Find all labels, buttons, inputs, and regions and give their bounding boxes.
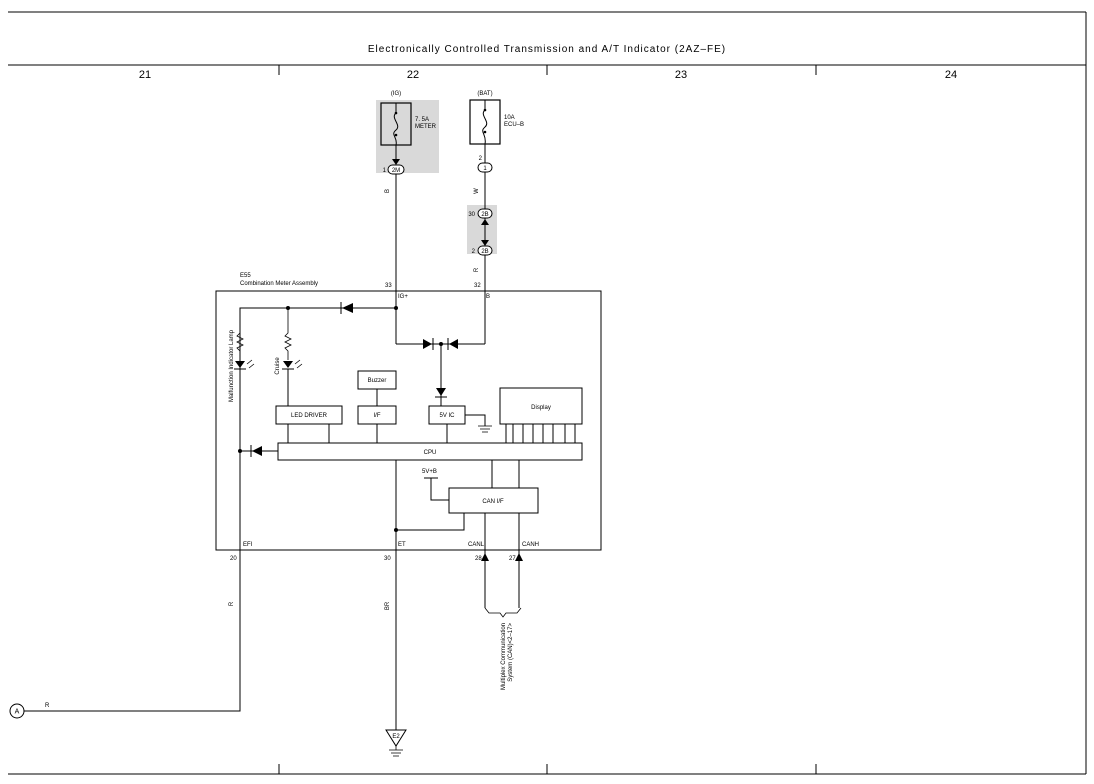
connector-pin: 1 <box>383 168 387 174</box>
wire-efi-bus <box>239 307 396 700</box>
fuse-name: ECU–B <box>504 122 524 128</box>
ground-icon <box>478 425 492 433</box>
cpu-bus-lines <box>287 424 448 443</box>
block-label: I/F <box>374 413 381 419</box>
column-number: 22 <box>407 69 419 81</box>
connector-code: 1 <box>483 166 487 172</box>
fuse-source-label: (IG) <box>391 91 401 97</box>
connector-arrow-icon <box>515 553 523 561</box>
multiplex-label: Multiplex Communication <box>501 623 507 690</box>
connector-pin: 2 <box>479 156 483 162</box>
wire-can-ground <box>396 513 465 531</box>
junction-a-marker <box>9 703 25 719</box>
pin-label: ET <box>398 542 406 548</box>
junction-label: A <box>15 709 20 716</box>
lamp-label: Malfunction Indicator Lamp <box>229 329 235 402</box>
wire-color-label: R <box>474 267 480 272</box>
multiplex-label: System (CAN)<2–17> <box>508 623 514 682</box>
diode-icon <box>436 388 446 396</box>
wire-color-label: BR <box>385 601 391 610</box>
pin-label: CANL <box>468 542 485 548</box>
diode-icon <box>342 303 353 313</box>
pin-label: IG+ <box>398 294 408 300</box>
wire-color-label: W <box>474 188 480 194</box>
connector-pin: 30 <box>468 212 475 218</box>
led-light-rays-icon <box>246 359 255 369</box>
column-number: 24 <box>945 69 957 81</box>
junction-dot <box>394 306 398 310</box>
connector-arrow-icon <box>392 159 400 165</box>
pin-label: EFI <box>243 542 253 548</box>
connector-code: 2M <box>392 168 400 174</box>
diode-icon <box>423 339 432 349</box>
pin-number: 20 <box>230 556 237 562</box>
wire-5vic-ground <box>465 414 486 426</box>
block-label: Display <box>531 405 551 411</box>
wire-color-label: R <box>229 601 235 606</box>
diagram-frame <box>8 11 1087 775</box>
pin-number: 32 <box>474 283 481 289</box>
ecu-b-fuse <box>469 99 501 145</box>
block-label: CAN I/F <box>482 499 504 505</box>
wire-color-label: R <box>45 703 50 709</box>
wire-to-junction-a <box>24 700 241 712</box>
multiplex-brace <box>484 607 522 618</box>
fuse-source-label: (BAT) <box>477 91 492 97</box>
wire-cpu-can <box>491 460 520 488</box>
wire-5vb <box>424 477 449 501</box>
ground-e2-icon <box>385 729 407 747</box>
lamp-label: Cruise <box>275 357 281 375</box>
pin-label: CANH <box>522 542 539 548</box>
diode-icon <box>449 339 458 349</box>
connector-arrow-icon <box>481 553 489 561</box>
ground-icon <box>389 746 403 757</box>
fuse-name: METER <box>415 124 437 130</box>
connector-code: 2B <box>481 249 488 255</box>
connector-arrow-icon <box>481 219 489 225</box>
led-malfunction-icon <box>235 361 245 368</box>
block-label: 5V IC <box>439 413 455 419</box>
resistor-icon <box>284 308 292 360</box>
block-label: 5V+B <box>422 469 437 475</box>
wire-color-label: B <box>385 189 391 193</box>
pin-number: 28 <box>475 556 482 562</box>
column-number: 23 <box>675 69 687 81</box>
junction-dot <box>238 449 242 453</box>
junction-block-shading <box>376 100 439 173</box>
component-id: E55 <box>240 273 251 279</box>
combination-meter-box <box>215 290 602 551</box>
pin-number: 30 <box>384 556 391 562</box>
block-label: CPU <box>424 450 437 456</box>
connector-code: 2B <box>481 212 488 218</box>
can-if-block <box>448 487 539 514</box>
block-label: Buzzer <box>368 378 387 384</box>
fuse-rating: 7. 5A <box>415 117 429 123</box>
connector-arrow-icon <box>481 240 489 246</box>
block-label: LED DRIVER <box>291 413 328 419</box>
ground-label: E2 <box>392 734 400 740</box>
diode-icon <box>252 446 262 456</box>
pin-label: B <box>486 294 490 300</box>
pin-number: 33 <box>385 283 392 289</box>
display-bus-lines <box>512 424 566 443</box>
fuse-rating: 10A <box>504 115 515 121</box>
resistor-icon <box>236 308 244 360</box>
led-cruise-icon <box>283 361 293 368</box>
column-number: 21 <box>139 69 151 81</box>
component-name: Combination Meter Assembly <box>240 281 318 287</box>
pin-number: 27 <box>509 556 516 562</box>
display-block <box>499 387 583 425</box>
led-driver-block <box>275 405 343 425</box>
diagram-title: Electronically Controlled Transmission a… <box>368 44 726 55</box>
connector-pin: 2 <box>472 249 476 255</box>
led-light-rays-icon <box>294 359 303 369</box>
